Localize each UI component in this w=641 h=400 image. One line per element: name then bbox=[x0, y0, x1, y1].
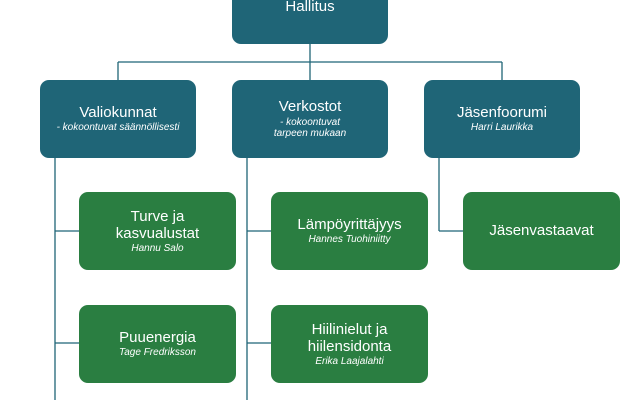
node-heat: Lämpöyrittäjyys Hannes Tuohiniitty bbox=[271, 192, 428, 270]
node-committees-subtitle: - kokoontuvat säännöllisesti bbox=[56, 122, 180, 134]
node-members-title: Jäsenvastaavat bbox=[489, 222, 594, 240]
node-networks: Verkostot - kokoontuvat tarpeen mukaan bbox=[232, 80, 388, 158]
node-wood-subtitle: Tage Fredriksson bbox=[119, 347, 196, 359]
node-board: Hallitus bbox=[232, 0, 388, 44]
node-forum: Jäsenfoorumi Harri Laurikka bbox=[424, 80, 580, 158]
node-networks-subtitle: - kokoontuvat tarpeen mukaan bbox=[273, 116, 347, 140]
node-carbon: Hiilinielut ja hiilensidonta Erika Laaja… bbox=[271, 305, 428, 383]
node-board-title: Hallitus bbox=[285, 0, 335, 15]
node-committees-title: Valiokunnat bbox=[79, 104, 157, 122]
node-peat-title: Turve ja kasvualustat bbox=[115, 207, 200, 242]
node-forum-title: Jäsenfoorumi bbox=[456, 104, 548, 122]
node-peat-subtitle: Hannu Salo bbox=[131, 243, 184, 254]
node-forum-subtitle: Harri Laurikka bbox=[470, 122, 534, 134]
node-carbon-subtitle: Erika Laajalahti bbox=[315, 356, 384, 367]
node-wood: Puuenergia Tage Fredriksson bbox=[79, 305, 236, 383]
node-peat: Turve ja kasvualustat Hannu Salo bbox=[79, 192, 236, 270]
node-members: Jäsenvastaavat bbox=[463, 192, 620, 270]
node-heat-title: Lämpöyrittäjyys bbox=[297, 216, 402, 234]
node-committees: Valiokunnat - kokoontuvat säännöllisesti bbox=[40, 80, 196, 158]
node-carbon-title: Hiilinielut ja hiilensidonta bbox=[307, 320, 392, 355]
node-wood-title: Puuenergia bbox=[119, 329, 196, 347]
node-networks-title: Verkostot bbox=[278, 98, 342, 116]
node-heat-subtitle: Hannes Tuohiniitty bbox=[308, 234, 391, 246]
